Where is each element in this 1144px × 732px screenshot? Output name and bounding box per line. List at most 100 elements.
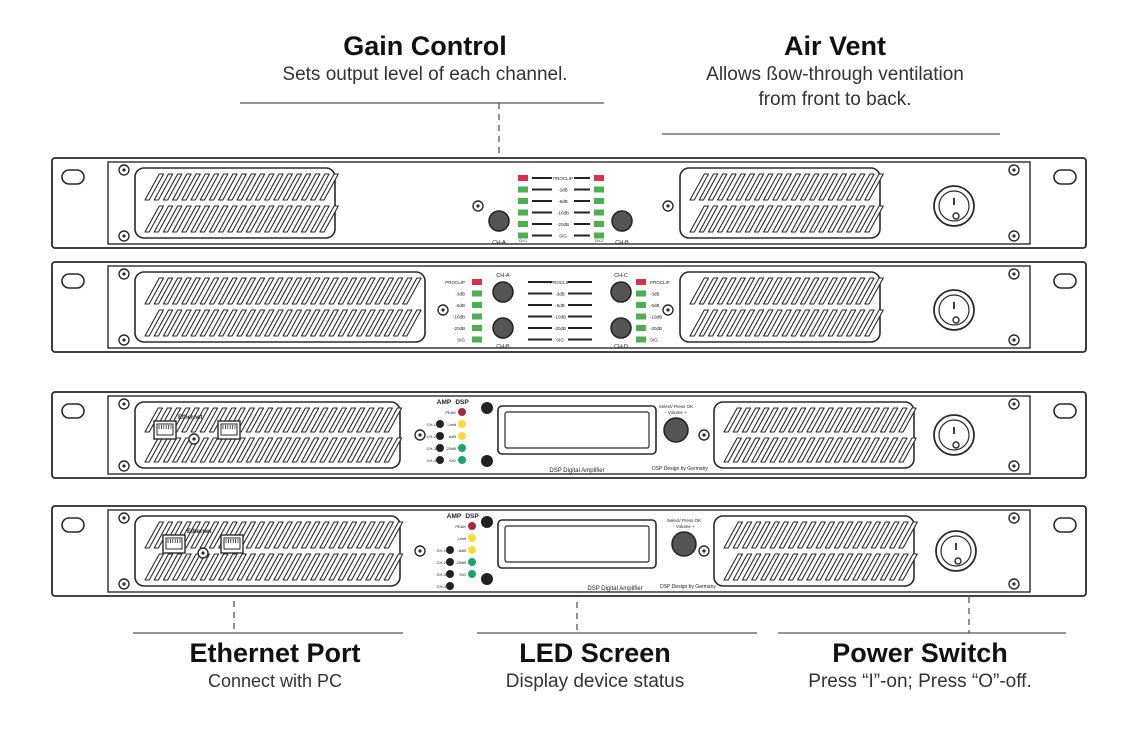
vent-slot <box>744 309 765 337</box>
leader-lines <box>133 102 1066 634</box>
vent-slot <box>383 407 403 433</box>
dsp-label: DSP <box>465 513 479 520</box>
vent-slot <box>236 277 257 305</box>
vent-slot <box>383 553 404 581</box>
amp-indicator-led <box>446 582 454 590</box>
amp-indicator-led <box>436 420 444 428</box>
meter-channel-label: CH-1 <box>519 239 527 243</box>
vent-slot <box>245 205 266 233</box>
vent-slot <box>254 205 275 233</box>
vent-slot <box>227 277 247 305</box>
select-press-ok-label: Select/ Press OK <box>659 404 693 409</box>
screw-dot <box>441 308 445 312</box>
vent-slot <box>356 437 375 463</box>
vent-slot <box>855 277 875 305</box>
vent-slot <box>698 205 719 233</box>
ethernet-port-description: Connect with PC <box>207 671 343 691</box>
vent-slot <box>264 309 284 337</box>
vent-slot <box>282 309 303 337</box>
dsp-indicator-led <box>468 522 476 530</box>
level-led <box>518 221 528 227</box>
vent-slot <box>319 205 339 233</box>
screw-dot <box>122 272 126 276</box>
vent-slot <box>319 277 339 305</box>
air-vent-title: Air Vent <box>783 31 887 61</box>
vent-slot <box>319 407 338 433</box>
vent-slot <box>365 521 385 549</box>
dsp-indicator-label: -6dB <box>448 434 457 439</box>
gain-knob-ch-b <box>492 317 514 339</box>
vent-slot <box>744 277 765 305</box>
vent-slot <box>245 277 266 305</box>
screw-dot <box>1012 402 1016 406</box>
vent-slot <box>815 437 834 463</box>
meter-scale-label: -20dB <box>453 326 465 331</box>
port-socket <box>165 537 183 550</box>
vent-slot <box>291 309 312 337</box>
channel-label-a: CH-A <box>496 273 510 279</box>
power-switch-callout: Power Switch Press “I”-on; Press “O”-off… <box>740 637 1100 694</box>
vent-slot <box>818 309 838 337</box>
vent-slot <box>264 553 284 581</box>
vent-slot <box>707 205 728 233</box>
vent-slot <box>769 407 788 433</box>
meter-scale-label: -10dB <box>557 211 569 216</box>
vent-slot <box>815 407 834 433</box>
vent-slot <box>753 173 774 201</box>
screw-dot <box>418 433 422 437</box>
vent-slot <box>153 205 174 233</box>
vent-slot <box>827 205 848 233</box>
screw-dot <box>702 433 706 437</box>
power-off-mark <box>952 441 960 449</box>
dsp-indicator-label: -6dB <box>458 548 467 553</box>
vent-slot <box>153 309 174 337</box>
vent-slot <box>291 553 312 581</box>
channel-label-c: CH-C <box>614 273 628 279</box>
vent-slot <box>254 277 275 305</box>
gain-control-description: Sets output level of each channel. <box>282 64 568 85</box>
vent-slot <box>282 173 303 201</box>
screw-dot <box>1012 338 1016 342</box>
air-vent-grille <box>134 167 339 239</box>
level-led <box>594 198 604 204</box>
led-screen-description: Display device status <box>505 671 685 692</box>
vent-slot <box>760 407 779 433</box>
vent-slot <box>815 521 836 549</box>
meter-scale-label: -6dB <box>558 199 568 204</box>
vent-slot <box>809 277 829 305</box>
vent-slot <box>843 407 862 433</box>
vent-slot <box>236 205 257 233</box>
menu-down-button-icon <box>481 455 493 467</box>
screw-dot <box>1012 272 1016 276</box>
dsp-indicator-led <box>458 408 466 416</box>
ethernet-label: Ethernet <box>187 529 211 535</box>
meter-scale-label: SIG <box>457 338 465 343</box>
rack-mount-slot-icon <box>61 169 85 185</box>
vent-slot <box>282 205 303 233</box>
vent-slot <box>190 277 211 305</box>
vent-slot <box>291 205 312 233</box>
vent-slot <box>790 277 811 305</box>
vent-slot <box>769 553 790 581</box>
dsp-indicator-led <box>458 432 466 440</box>
vent-slot <box>809 309 829 337</box>
level-led <box>636 279 646 285</box>
vent-slot <box>162 173 183 201</box>
power-off-mark <box>954 557 962 565</box>
vent-slot <box>790 309 811 337</box>
vent-slot <box>763 309 783 337</box>
level-led <box>594 221 604 227</box>
vent-slot <box>208 407 228 433</box>
vent-slot <box>346 277 367 305</box>
vent-slot <box>218 205 238 233</box>
vent-slot <box>898 407 917 433</box>
meter-scale-label: -20dB <box>554 326 566 331</box>
vent-slot <box>319 521 339 549</box>
vent-slot <box>199 277 220 305</box>
power-switch-rocker <box>938 190 970 222</box>
screw-dot <box>122 402 126 406</box>
vent-slot <box>162 277 183 305</box>
